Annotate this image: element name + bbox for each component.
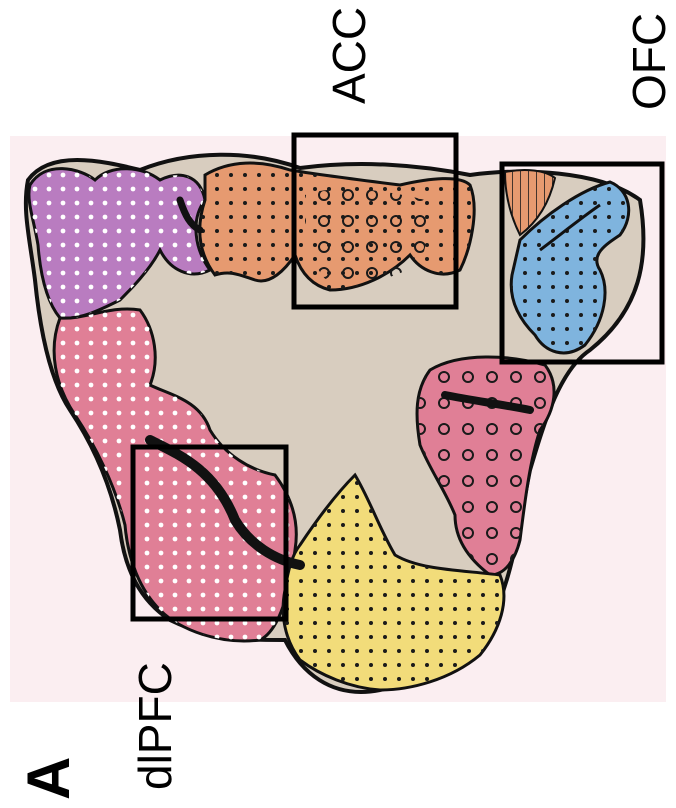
ofc-label: OFC xyxy=(622,13,676,110)
panel-letter: A xyxy=(14,757,83,800)
dlpfc-label: dlPFC xyxy=(128,662,182,790)
acc-label: ACC xyxy=(322,7,376,104)
